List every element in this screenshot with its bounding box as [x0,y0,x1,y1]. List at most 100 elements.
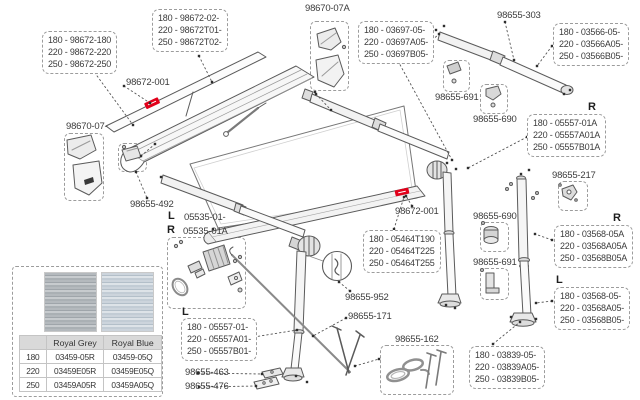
part-number: 250 - 03568B05A [560,253,628,263]
fabric-code-blue: 03459-05Q [103,349,162,364]
part-label: 98670-07A [305,3,350,14]
part-frame-98655-690-mid [480,222,509,252]
part-number: 250 - 05557B01A [533,142,601,152]
part-number: 180 - 03568-05A [560,229,625,239]
part-frame-98655-691-mid [480,268,509,300]
left-leg [281,250,307,382]
part-number-box-05464T: 180 - 05464T190 220 - 05464T225 250 - 0546… [363,230,441,273]
part-label: 98655-171 [348,311,392,322]
part-number: 220 - 03566A05- [559,39,624,49]
part-number: 250 - 05464T255 [369,258,435,268]
logo-sticker-leadbar [394,187,410,197]
fabric-code-size: 220 [19,363,47,378]
part-number: 220 - 03568A05A [560,241,628,251]
part-label: 98672-001 [395,206,439,217]
fabric-code-size: 180 [19,349,47,364]
part-number-box-03697: 180 - 03697-05-220 - 03697A05-250 - 0369… [358,21,435,64]
part-label: 98655-303 [497,10,541,21]
part-number-box-03568-right: 180 - 03568-05A 220 - 03568A05A 250 - 0356… [554,225,634,268]
awning-fabric [189,105,418,229]
side-letter-label: L [168,210,175,222]
part-number: 220 - 03839A05- [475,362,540,372]
part-number: 250 - 05557B01- [187,346,252,356]
part-label: 05535-01A [183,226,228,237]
exploded-leg [505,175,539,327]
side-letter-label: R [167,224,175,236]
part-label: 98655-690 [473,211,517,222]
side-letter-label: L [182,306,189,318]
part-number-box-05557-right: 180 - 05557-01A 220 - 05557A01A 250 - 0555… [527,114,607,157]
part-number: 250 - 03568B05- [560,315,625,325]
logo-sticker-case [144,97,160,110]
part-label: 05535-01- [184,212,226,223]
part-label: 98655-952 [345,292,389,303]
part-number: 220 - 05464T225 [369,246,435,256]
fabric-code-grey: 03459E05R [45,363,105,378]
side-letter-label: L [556,274,563,286]
part-number: 180 - 98672-02- [158,13,220,23]
ground-stakes [331,325,365,376]
part-number: 250 - 98672-250 [48,59,112,69]
side-letter-label: R [588,101,596,113]
right-leg [437,171,462,308]
part-label: 98655-492 [130,199,174,210]
part-label: 98670-07- [66,121,108,132]
part-number: 250 - 03839B05- [475,374,540,384]
side-letter-label: R [613,212,621,224]
part-number-box-98672-sizes: 180 - 98672-180 220 - 98672-220 250 - 9867… [42,31,118,74]
part-number: 180 - 03568-05- [560,291,622,301]
part-number: 180 - 98672-180 [48,35,112,45]
part-label: 98655-162 [395,334,439,345]
fabric-code-size: 250 [19,377,47,392]
part-frame-98670-07A [310,21,349,91]
roller-spring [223,102,267,137]
part-number: 250 - 98672T02- [158,37,222,47]
part-number: 180 - 05557-01A [533,118,598,128]
part-label: 98672-001 [126,77,170,88]
part-number: 220 - 03697A05- [364,37,429,47]
part-number: 220 - 98672-220 [48,47,112,57]
part-number: 220 - 98672T01- [158,25,222,35]
part-number: 250 - 03566B05- [559,51,624,61]
part-frame-98655-690-top [480,84,508,114]
part-frame-98655-162 [380,345,454,395]
part-frame-winch-kit [167,237,246,309]
detail-magnifier-circle [308,250,353,282]
part-label: 98655-463 [185,367,229,378]
fabric-table-corner [19,335,47,350]
part-label: 98655-691 [435,92,479,103]
fabric-swatch-royal-grey [44,272,97,332]
part-number-box-05557-left: 180 - 05557-01- 220 - 05557A01- 250 - 0555… [181,318,258,361]
part-number-box-03839: 180 - 03839-05- 220 - 03839A05- 250 - 0383… [469,346,546,389]
part-frame-98655-492 [118,143,147,172]
part-label: 98655-476 [185,381,229,392]
part-number: 180 - 03839-05- [475,350,537,360]
part-number: 220 - 03568A05- [560,303,625,313]
foot-bracket-parts [253,367,284,390]
part-number: 220 - 05557A01- [187,334,252,344]
fabric-code-blue: 03459A05Q [103,377,162,392]
part-number: 180 - 03566-05- [559,27,621,37]
fabric-table-header-royal-blue: Royal Blue [103,335,162,350]
part-frame-98670-07 [64,133,104,201]
part-number: 180 - 03697-05- [364,25,426,35]
fabric-code-blue: 03459E05Q [103,363,162,378]
part-number: 180 - 05557-01- [187,322,249,332]
part-label: 98655-691 [473,257,517,268]
part-number-box-03566: 180 - 03566-05- 220 - 03566A05- 250 - 0356… [553,23,630,66]
part-number-box-03568-left: 180 - 03568-05- 220 - 03568A05- 250 - 0356… [554,287,631,330]
part-number: 220 - 05557A01A [533,130,601,140]
part-frame-98655-217 [558,181,588,211]
part-label: 98655-217 [552,170,596,181]
fabric-table-header-royal-grey: Royal Grey [45,335,105,350]
part-number: 180 - 05464T190 [369,234,435,244]
fabric-code-grey: 03459A05R [45,377,105,392]
part-label: 98655-690 [473,114,517,125]
right-support-arm [301,88,450,180]
